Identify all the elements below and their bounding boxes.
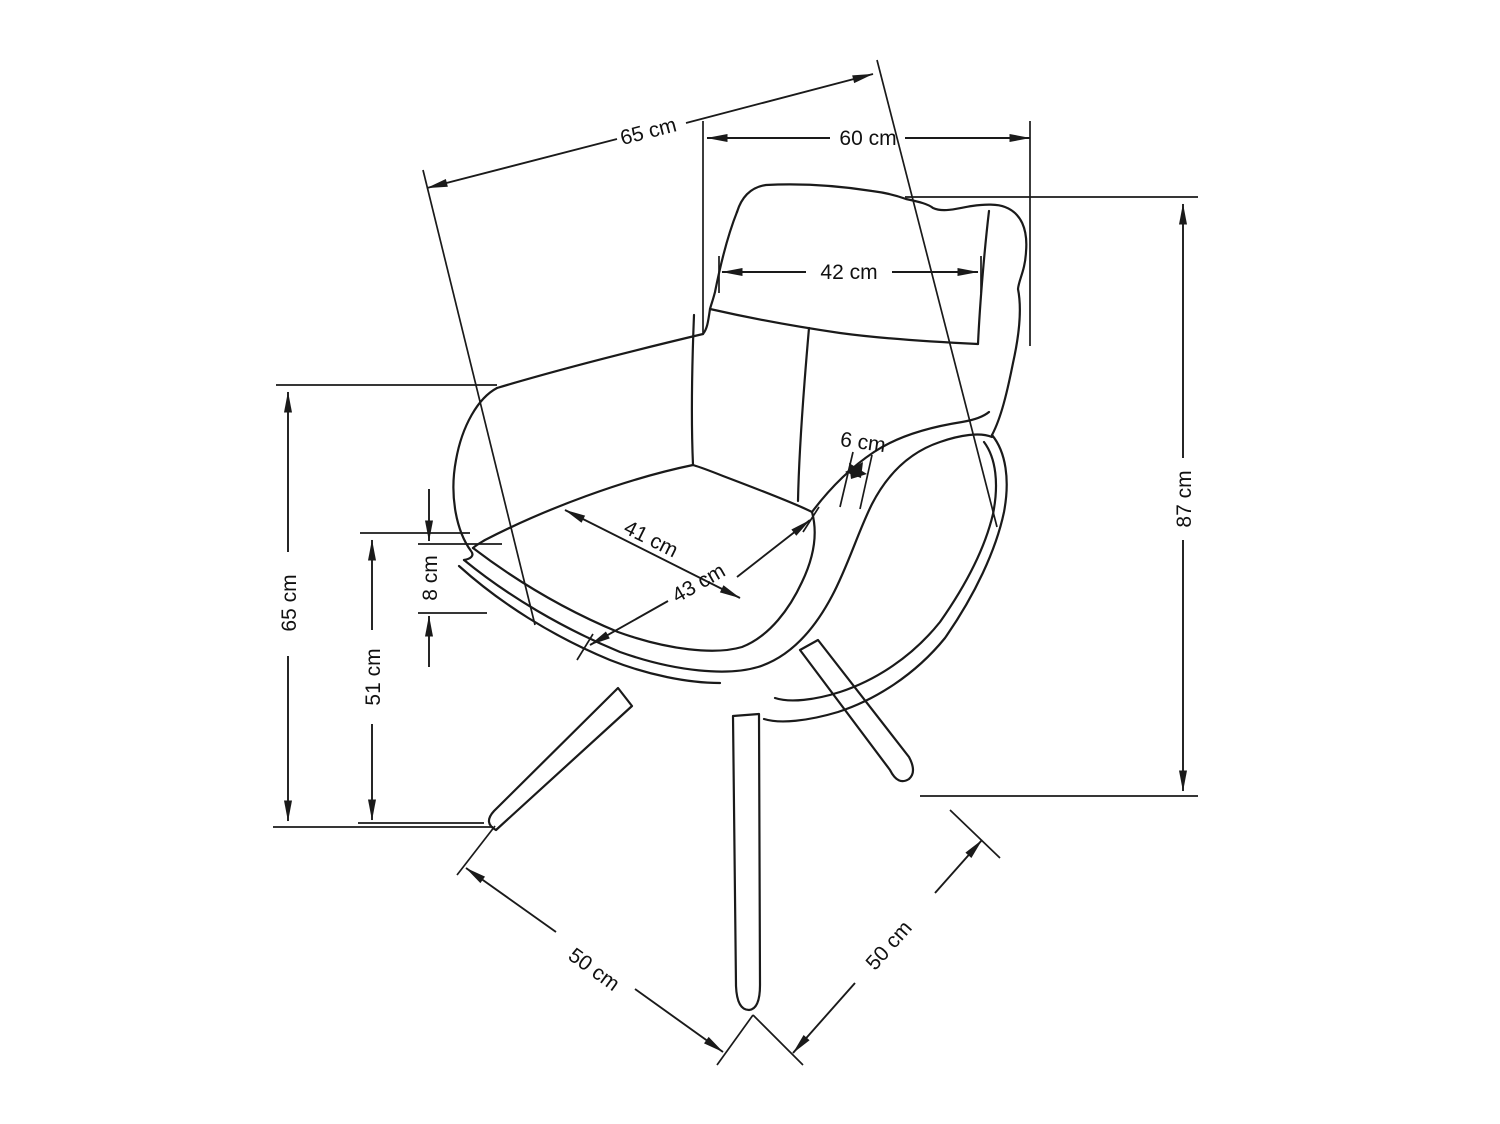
dim-leg-spread-right-line-lower [792, 982, 856, 1054]
dim-seat-depth-line-lower [589, 600, 669, 646]
dimension-lines [284, 73, 1187, 1054]
chair-shell-rim-inner [471, 510, 816, 652]
chair-body [452, 183, 1028, 723]
chair-seat-cushion-back-edge [691, 463, 814, 514]
dim-seat-width-line [564, 509, 741, 599]
dim-label-seat-width: 41 cm [620, 516, 681, 562]
dim-leg-spread-left-line-upper [465, 867, 557, 933]
chair-seatback-gap-line [810, 410, 991, 514]
dim-back-width-line-right [685, 73, 874, 124]
dim-label-rim-thickness: 6 cm [839, 428, 887, 457]
dim-label-top-width: 60 cm [839, 127, 896, 150]
chair-backrest-seam-left [690, 313, 696, 467]
tick-leg-spread-right-top [949, 809, 1001, 859]
dim-label-leg-spread-left: 50 cm [564, 944, 624, 996]
dim-label-back-width: 65 cm [618, 113, 679, 150]
chair-right-shell-outer [762, 433, 1008, 723]
tick-leg-spread-left-top [456, 825, 496, 876]
dim-seat-depth-line-upper [736, 519, 811, 578]
tick-rim-left [839, 451, 854, 508]
chair-headrest-bottom-seam [708, 307, 980, 346]
chair-leg-left [487, 686, 634, 832]
chair-shell-lower-left-edge [457, 564, 722, 685]
chair-headrest-right-inner-edge [976, 209, 991, 346]
dim-label-cushion-thickness: 8 cm [419, 555, 442, 601]
chair-right-shell-inner [773, 440, 998, 702]
chair-headrest-left-edge [701, 210, 739, 336]
tick-leg-spread-right-bottom [752, 1014, 804, 1066]
dim-label-backrest-height: 65 cm [278, 574, 301, 631]
chair-leg-front [731, 712, 762, 1012]
dim-leg-spread-left-line-lower [634, 988, 724, 1053]
chair-leg-right [798, 638, 915, 783]
chair-legs [487, 638, 915, 1012]
dim-rim-thickness-arrow-right [849, 463, 867, 479]
chair-headrest-top-and-wing [735, 183, 1028, 437]
tick-leg-spread-left-bottom [716, 1014, 754, 1066]
chair-armrest-front-edge [452, 386, 499, 562]
chair-backrest-seam-right [796, 326, 811, 503]
ext-back-left-diagonal [422, 169, 536, 626]
dim-label-total-height: 87 cm [1173, 470, 1196, 527]
dim-label-seat-height: 51 cm [362, 648, 385, 705]
chair-armrest-top-edge [495, 332, 705, 390]
dim-label-leg-spread-right: 50 cm [862, 917, 917, 975]
tick-rim-right [859, 454, 873, 510]
dim-back-width-line-left [426, 138, 618, 189]
dim-label-headrest-width: 42 cm [820, 261, 877, 284]
ext-back-right-long-diagonal [876, 59, 998, 528]
chair-shell-rim-outer [462, 433, 994, 673]
extension-lines [273, 59, 1198, 1066]
dim-leg-spread-right-line-upper [934, 839, 983, 894]
